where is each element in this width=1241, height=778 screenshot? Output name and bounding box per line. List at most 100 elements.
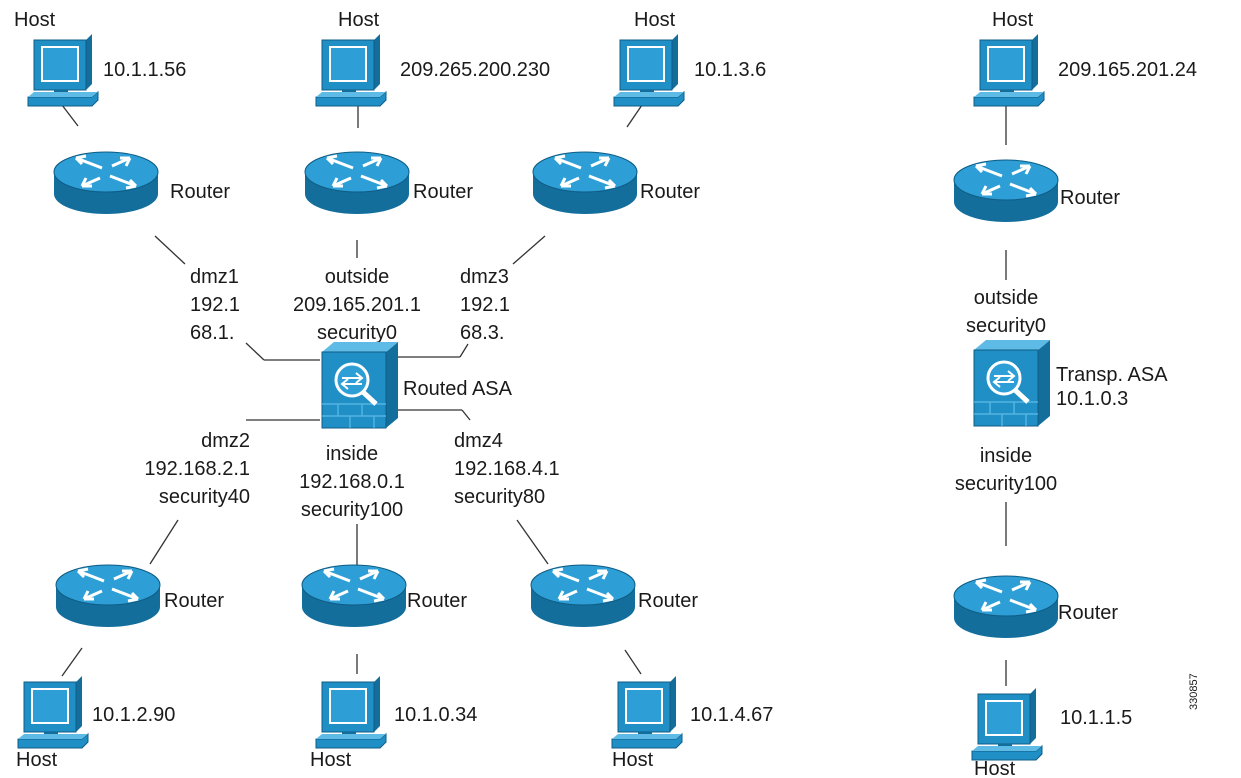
router-icon: [531, 150, 639, 216]
iface-ip: 192.1: [190, 294, 240, 316]
iface-security: security100: [955, 473, 1057, 495]
interface-dmz1: dmz1 192.1 68.1.: [190, 266, 240, 344]
host-label: Host: [14, 9, 56, 31]
link-dmz3-asa: [459, 343, 469, 358]
iface-security: security0: [966, 315, 1046, 337]
link-router1-dmz1: [154, 235, 186, 265]
iface-security: security40: [159, 486, 250, 508]
host-label: Host: [310, 749, 352, 771]
transparent-outside: outside security0: [966, 287, 1046, 337]
iface-name: dmz4: [454, 430, 503, 452]
router-top-1: Router: [52, 150, 230, 216]
desktop-computer-icon: [971, 687, 1043, 761]
iface-name: dmz2: [201, 430, 250, 452]
host-bottom-3: 10.1.4.67 Host: [611, 675, 773, 771]
router-label: Router: [640, 181, 700, 203]
iface-ip: 209.165.201.1: [293, 294, 421, 316]
transparent-inside: inside security100: [955, 445, 1057, 495]
iface-name: outside: [325, 266, 390, 288]
host-label: Host: [612, 749, 654, 771]
link-dmz4-router6: [516, 519, 549, 565]
desktop-computer-icon: [315, 33, 387, 107]
link-router3-dmz3: [512, 235, 546, 265]
router-top-2: Router: [303, 150, 473, 216]
iface-ip: 192.168.4.1: [454, 458, 560, 480]
host-label: Host: [16, 749, 58, 771]
iface-ip: 192.168.0.1: [299, 471, 405, 493]
transparent-router-bottom: Router: [952, 574, 1118, 640]
transparent-asa: Transp. ASA 10.1.0.3: [974, 340, 1168, 426]
iface-name: outside: [974, 287, 1039, 309]
iface-name: inside: [326, 443, 378, 465]
desktop-computer-icon: [315, 675, 387, 749]
router-top-3: Router: [531, 150, 700, 216]
interface-dmz4: dmz4 192.168.4.1 security80: [454, 430, 560, 508]
interface-dmz3: dmz3 192.1 68.3.: [460, 266, 510, 344]
links: [61, 104, 1007, 686]
host-label: Host: [634, 9, 676, 31]
router-icon: [303, 150, 411, 216]
iface-ip-cont: 68.3.: [460, 322, 504, 344]
link-bus-bottom-right-b: [461, 409, 471, 421]
router-icon: [300, 563, 408, 629]
router-label: Router: [407, 590, 467, 612]
link-dmz2-router4: [149, 519, 179, 565]
link-host3-router3: [626, 104, 643, 128]
router-icon: [52, 150, 160, 216]
router-label: Router: [638, 590, 698, 612]
host-label: Host: [338, 9, 380, 31]
link-router6-host6: [624, 649, 642, 675]
asa-label: Transp. ASA: [1056, 364, 1168, 386]
host-ip: 209.165.201.24: [1058, 59, 1197, 81]
host-ip: 10.1.1.5: [1060, 707, 1132, 729]
asa-firewall-icon: [974, 340, 1050, 426]
host-top-1: Host 10.1.1.56: [14, 9, 186, 107]
transparent-host-top: Host 209.165.201.24: [973, 9, 1197, 107]
host-top-2: Host 209.265.200.230: [315, 9, 550, 107]
interface-outside: outside 209.165.201.1 security0: [293, 266, 421, 344]
routed-asa: Routed ASA: [322, 342, 513, 428]
router-bottom-2: Router: [300, 563, 467, 629]
router-label: Router: [170, 181, 230, 203]
host-ip: 10.1.1.56: [103, 59, 186, 81]
host-ip: 209.265.200.230: [400, 59, 550, 81]
desktop-computer-icon: [611, 675, 683, 749]
router-bottom-1: Router: [54, 563, 224, 629]
transparent-host-bottom: 10.1.1.5 Host: [971, 687, 1132, 778]
figure-id: 330857: [1188, 673, 1200, 710]
iface-name: dmz1: [190, 266, 239, 288]
host-bottom-1: 10.1.2.90 Host: [16, 675, 175, 771]
desktop-computer-icon: [27, 33, 99, 107]
router-label: Router: [1058, 602, 1118, 624]
iface-ip: 192.1: [460, 294, 510, 316]
router-icon: [952, 574, 1060, 640]
asa-label: Routed ASA: [403, 378, 513, 400]
host-top-3: Host 10.1.3.6: [613, 9, 766, 107]
host-ip: 10.1.0.34: [394, 704, 477, 726]
host-bottom-2: 10.1.0.34 Host: [310, 675, 477, 771]
router-label: Router: [1060, 187, 1120, 209]
iface-ip-cont: 68.1.: [190, 322, 234, 344]
host-ip: 10.1.4.67: [690, 704, 773, 726]
router-icon: [54, 563, 162, 629]
asa-firewall-icon: [322, 342, 398, 428]
router-bottom-3: Router: [529, 563, 698, 629]
transparent-router-top: Router: [952, 158, 1120, 224]
iface-security: security80: [454, 486, 545, 508]
asa-ip: 10.1.0.3: [1056, 388, 1128, 410]
iface-ip: 192.168.2.1: [144, 458, 250, 480]
iface-security: security100: [301, 499, 403, 521]
host-label: Host: [992, 9, 1034, 31]
router-label: Router: [164, 590, 224, 612]
router-label: Router: [413, 181, 473, 203]
desktop-computer-icon: [613, 33, 685, 107]
desktop-computer-icon: [17, 675, 89, 749]
interface-dmz2: dmz2 192.168.2.1 security40: [144, 430, 250, 508]
link-router4-host4: [61, 647, 83, 677]
host-ip: 10.1.3.6: [694, 59, 766, 81]
link-host1-router1: [61, 104, 79, 127]
iface-name: inside: [980, 445, 1032, 467]
iface-name: dmz3: [460, 266, 509, 288]
iface-security: security0: [317, 322, 397, 344]
